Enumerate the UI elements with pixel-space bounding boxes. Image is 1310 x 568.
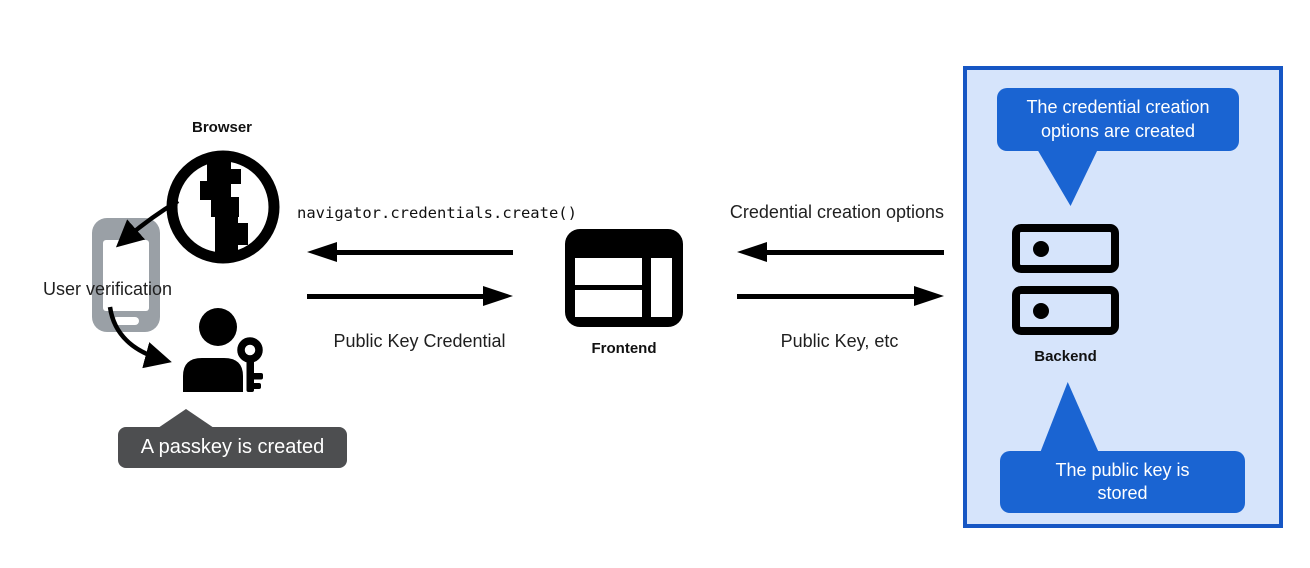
callout-line: stored	[1097, 483, 1148, 503]
arrow-shaft	[737, 294, 920, 299]
user-verification-label: User verification	[43, 279, 173, 299]
user-passkey-icon	[183, 308, 263, 392]
server-led-icon	[1033, 240, 1049, 257]
passkey-created-text: A passkey is created	[140, 436, 325, 458]
arrow-frontend-to-browser	[307, 242, 513, 262]
arrow-frontend-to-backend	[737, 286, 944, 306]
frontend-label: Frontend	[591, 340, 657, 357]
server-led-icon	[1033, 302, 1049, 319]
phone-screen	[103, 240, 149, 311]
credential-options-callout: The credential creation options are crea…	[997, 88, 1239, 151]
arrow-shaft	[761, 250, 944, 255]
browser-globe-icon	[166, 150, 280, 264]
passkey-created-tooltip: A passkey is created	[118, 409, 347, 468]
backend-server-icon	[1012, 224, 1119, 273]
create-call-label: navigator.credentials.create()	[297, 204, 577, 222]
frontend-window-icon	[565, 229, 683, 327]
callout-line: The public key is	[1055, 459, 1190, 480]
arrow-shaft	[307, 294, 489, 299]
public-key-credential-label: Public Key Credential	[333, 331, 506, 351]
arrow-backend-to-frontend	[737, 242, 944, 262]
arrow-browser-to-frontend	[307, 286, 513, 306]
arrow-shaft	[331, 250, 513, 255]
credential-creation-options-label: Credential creation options	[729, 202, 945, 222]
browser-label: Browser	[191, 119, 253, 136]
public-key-etc-label: Public Key, etc	[780, 331, 899, 351]
backend-label: Backend	[1034, 348, 1097, 365]
phone-icon	[92, 218, 160, 332]
callout-line: The credential creation	[1026, 97, 1210, 118]
tooltip-pointer-icon	[158, 409, 214, 428]
backend-server-icon	[1012, 286, 1119, 335]
public-key-stored-callout: The public key is stored	[1000, 451, 1245, 513]
callout-line: options are created	[1040, 120, 1196, 141]
phone-home-bar	[113, 317, 139, 325]
